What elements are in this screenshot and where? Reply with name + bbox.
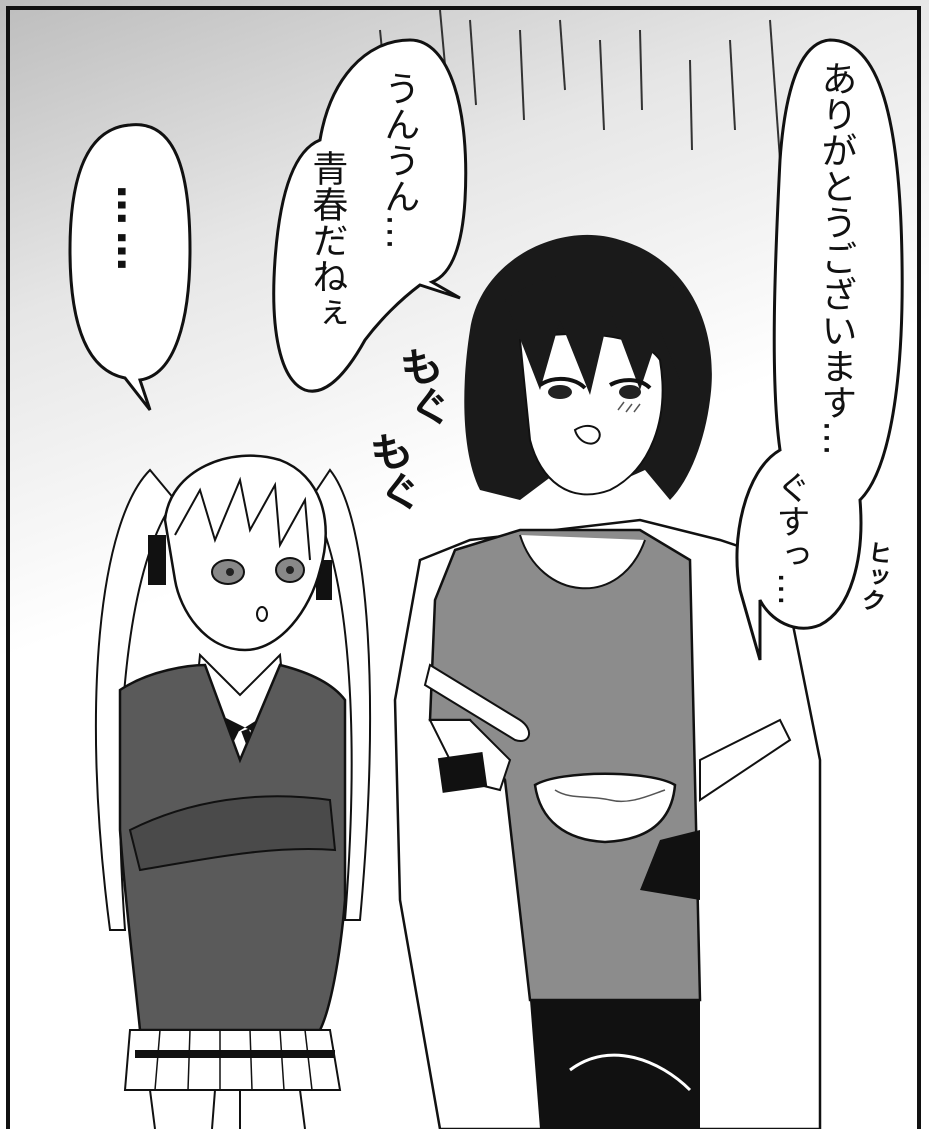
speech-bubbles xyxy=(68,38,904,661)
girl-left xyxy=(94,454,371,1129)
right-bubble-line1: ありがとうございます… xyxy=(815,60,857,456)
bubble-middle xyxy=(272,38,468,393)
left-bubble-text: …… xyxy=(108,185,154,277)
speed-lines xyxy=(379,9,781,161)
middle-bubble-line1: うんうん… xyxy=(378,70,420,250)
bubble-left xyxy=(68,123,192,411)
woman-right xyxy=(393,234,822,1129)
right-bubble-line2: ぐすっ… xyxy=(770,470,811,606)
bubble-right xyxy=(735,38,904,661)
middle-bubble-line2: 青春だねぇ xyxy=(306,150,348,330)
